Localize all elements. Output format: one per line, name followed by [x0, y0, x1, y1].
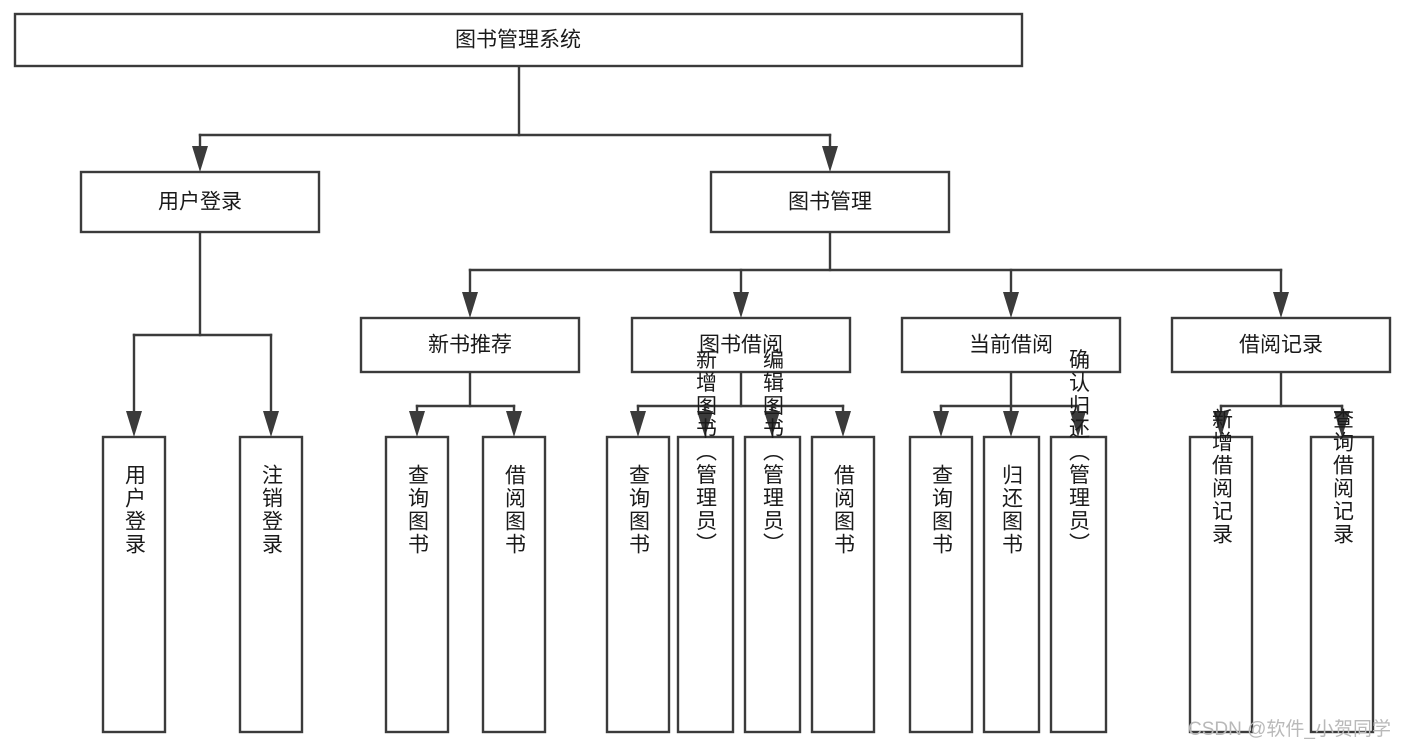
- node-leaf-add-borrow-record-label: 新增借阅记录: [1210, 408, 1234, 546]
- connector-group-book-borrow: [630, 370, 851, 437]
- node-leaf-borrow-book-label: 借阅图书: [832, 464, 856, 556]
- node-leaf-return-book[interactable]: 归还图书: [982, 435, 1041, 734]
- node-new-book-recommend-box[interactable]: [359, 316, 581, 374]
- node-leaf-add-borrow-record-box[interactable]: [1188, 435, 1254, 734]
- arrow-head-new-book-recommend: [462, 292, 478, 318]
- node-leaf-confirm-return-admin-label: 确认归还（管理员）: [1067, 349, 1091, 556]
- node-leaf-return-book-label: 归还图书: [1000, 464, 1024, 556]
- arrow-head-leaf-edit-book-admin: [764, 411, 780, 437]
- arrow-head-leaf-user-login: [126, 411, 142, 437]
- node-leaf-query-book-borrow-box[interactable]: [605, 435, 671, 734]
- connector-group-root: [192, 64, 838, 172]
- node-leaf-logout-box[interactable]: [238, 435, 304, 734]
- node-leaf-borrow-book-recommend[interactable]: 借阅图书: [481, 435, 547, 734]
- node-leaf-confirm-return-admin[interactable]: 确认归还（管理员）: [1049, 349, 1108, 734]
- node-current-borrow[interactable]: 当前借阅: [900, 316, 1122, 374]
- node-book-management-box[interactable]: [709, 170, 951, 234]
- arrow-head-leaf-query-book-recommend: [409, 411, 425, 437]
- connector-group-book-management: [462, 230, 1289, 318]
- arrow-head-current-borrow: [1003, 292, 1019, 318]
- node-leaf-query-book-borrow-label: 查询图书: [627, 464, 651, 556]
- arrow-head-user-login: [192, 146, 208, 172]
- arrow-head-leaf-query-borrow-record: [1334, 411, 1350, 437]
- node-leaf-user-login-label: 用户登录: [123, 464, 147, 556]
- node-leaf-query-borrow-record[interactable]: 查询借阅记录: [1309, 408, 1375, 734]
- node-leaf-query-book-recommend-label: 查询图书: [406, 464, 430, 556]
- node-leaf-query-book-current-label: 查询图书: [930, 464, 954, 556]
- node-user-login-box[interactable]: [79, 170, 321, 234]
- node-leaf-logout[interactable]: 注销登录: [238, 435, 304, 734]
- arrow-head-book-borrow: [733, 292, 749, 318]
- node-leaf-query-borrow-record-label: 查询借阅记录: [1331, 408, 1355, 546]
- node-leaf-edit-book-admin-box[interactable]: [743, 435, 802, 734]
- arrow-head-leaf-borrow-book-recommend: [506, 411, 522, 437]
- node-leaf-add-book-admin[interactable]: 新增图书（管理员）: [676, 349, 735, 734]
- node-user-login[interactable]: 用户登录: [79, 170, 321, 234]
- node-root[interactable]: 图书管理系统: [13, 12, 1024, 68]
- node-leaf-query-borrow-record-box[interactable]: [1309, 435, 1375, 734]
- node-book-management[interactable]: 图书管理: [709, 170, 951, 234]
- node-book-borrow-label: 图书借阅: [699, 334, 783, 357]
- node-leaf-user-login[interactable]: 用户登录: [101, 435, 167, 734]
- node-book-borrow[interactable]: 图书借阅: [630, 316, 852, 374]
- node-leaf-edit-book-admin-label: 编辑图书（管理员）: [761, 349, 785, 556]
- node-leaf-query-book-borrow[interactable]: 查询图书: [605, 435, 671, 734]
- node-new-book-recommend-label: 新书推荐: [428, 334, 512, 357]
- node-leaf-query-book-recommend[interactable]: 查询图书: [384, 435, 450, 734]
- node-leaf-query-book-current[interactable]: 查询图书: [908, 435, 974, 734]
- connector-group-user-login: [126, 230, 279, 437]
- arrow-head-leaf-borrow-book: [835, 411, 851, 437]
- node-leaf-add-book-admin-box[interactable]: [676, 435, 735, 734]
- arrow-head-leaf-query-book-current: [933, 411, 949, 437]
- node-user-login-label: 用户登录: [158, 191, 242, 214]
- node-book-management-label: 图书管理: [788, 191, 872, 214]
- node-leaf-query-book-current-box[interactable]: [908, 435, 974, 734]
- arrow-head-leaf-return-book: [1003, 411, 1019, 437]
- node-root-label: 图书管理系统: [455, 29, 581, 52]
- node-current-borrow-label: 当前借阅: [969, 334, 1053, 357]
- connector-group-borrow-record: [1213, 370, 1350, 437]
- arrow-head-book-management: [822, 146, 838, 172]
- node-leaf-borrow-book-box[interactable]: [810, 435, 876, 734]
- node-leaf-add-book-admin-label: 新增图书（管理员）: [694, 349, 718, 556]
- node-borrow-record[interactable]: 借阅记录: [1170, 316, 1392, 374]
- node-root-box[interactable]: [13, 12, 1024, 68]
- node-leaf-user-login-box[interactable]: [101, 435, 167, 734]
- connector-group-current-borrow: [933, 370, 1086, 437]
- node-borrow-record-box[interactable]: [1170, 316, 1392, 374]
- arrow-head-leaf-confirm-return-admin: [1070, 411, 1086, 437]
- arrow-head-leaf-logout: [263, 411, 279, 437]
- arrow-head-leaf-query-book-borrow: [630, 411, 646, 437]
- arrow-head-leaf-add-borrow-record: [1213, 411, 1229, 437]
- node-leaf-confirm-return-admin-box[interactable]: [1049, 435, 1108, 734]
- node-leaf-borrow-book-recommend-box[interactable]: [481, 435, 547, 734]
- node-leaf-borrow-book-recommend-label: 借阅图书: [503, 464, 527, 556]
- node-book-borrow-box[interactable]: [630, 316, 852, 374]
- connector-group-new-book-recommend: [409, 370, 522, 437]
- arrow-head-borrow-record: [1273, 292, 1289, 318]
- node-leaf-query-book-recommend-box[interactable]: [384, 435, 450, 734]
- node-leaf-logout-label: 注销登录: [260, 464, 284, 556]
- arrow-head-leaf-add-book-admin: [697, 411, 713, 437]
- node-leaf-edit-book-admin[interactable]: 编辑图书（管理员）: [743, 349, 802, 734]
- node-leaf-add-borrow-record[interactable]: 新增借阅记录: [1188, 408, 1254, 734]
- node-leaf-return-book-box[interactable]: [982, 435, 1041, 734]
- node-current-borrow-box[interactable]: [900, 316, 1122, 374]
- node-new-book-recommend[interactable]: 新书推荐: [359, 316, 581, 374]
- node-borrow-record-label: 借阅记录: [1239, 334, 1323, 357]
- node-leaf-borrow-book[interactable]: 借阅图书: [810, 435, 876, 734]
